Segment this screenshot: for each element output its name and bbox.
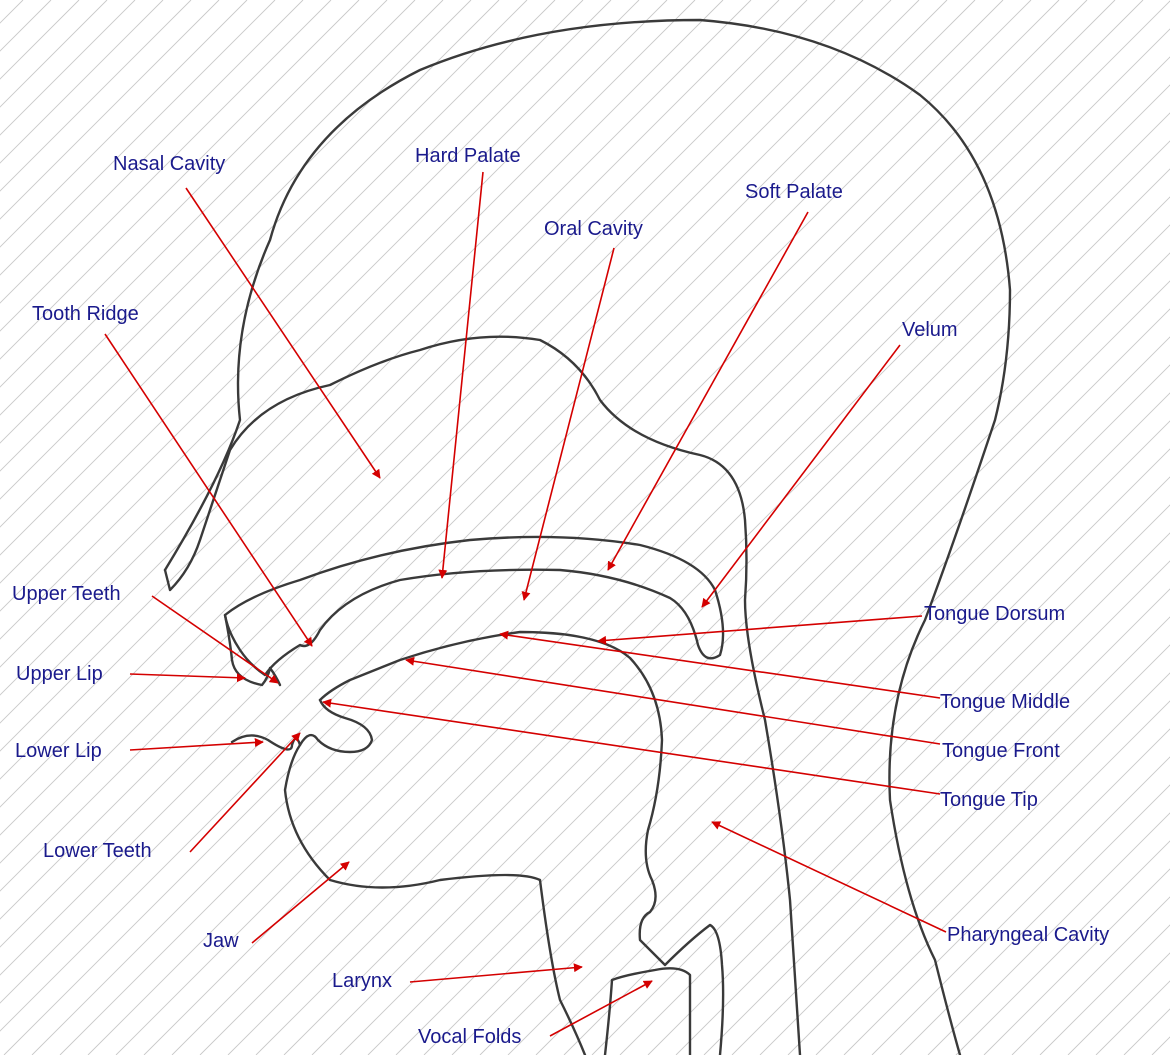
tongue-middle-label: Tongue Middle xyxy=(940,691,1070,713)
soft-palate-arrow xyxy=(608,212,808,570)
velum-label: Velum xyxy=(902,319,958,341)
upper-teeth-arrow xyxy=(152,596,278,683)
lower-teeth-label: Lower Teeth xyxy=(43,840,152,862)
jaw-arrow xyxy=(252,862,349,943)
lower-lip-label: Lower Lip xyxy=(15,740,102,762)
tongue-dorsum-label: Tongue Dorsum xyxy=(924,603,1065,625)
palate-outline xyxy=(225,537,723,675)
tongue-front-label: Tongue Front xyxy=(942,740,1060,762)
pharyngeal-cavity-arrow xyxy=(712,822,946,932)
oral-cavity-arrow xyxy=(524,248,614,600)
tongue-front-arrow xyxy=(406,660,940,744)
tooth-ridge-label: Tooth Ridge xyxy=(32,303,139,325)
upper-lip-label: Upper Lip xyxy=(16,663,103,685)
larynx-label: Larynx xyxy=(332,970,392,992)
tongue-dorsum-arrow xyxy=(598,616,922,641)
vocal-folds-label: Vocal Folds xyxy=(418,1026,521,1048)
pharyngeal-cavity-label: Pharyngeal Cavity xyxy=(947,924,1109,946)
hard-palate-label: Hard Palate xyxy=(415,145,521,167)
lower-lip-arrow xyxy=(130,742,263,750)
upper-lip-arrow xyxy=(130,674,245,678)
tooth-ridge-arrow xyxy=(105,334,312,646)
jaw-label: Jaw xyxy=(203,930,239,952)
nasal-cavity-label: Nasal Cavity xyxy=(113,153,225,175)
oral-cavity-label: Oral Cavity xyxy=(544,218,643,240)
tongue-tip-label: Tongue Tip xyxy=(940,789,1038,811)
lower-teeth-arrow xyxy=(190,733,300,852)
upper-teeth-label: Upper Teeth xyxy=(12,583,121,605)
soft-palate-label: Soft Palate xyxy=(745,181,843,203)
